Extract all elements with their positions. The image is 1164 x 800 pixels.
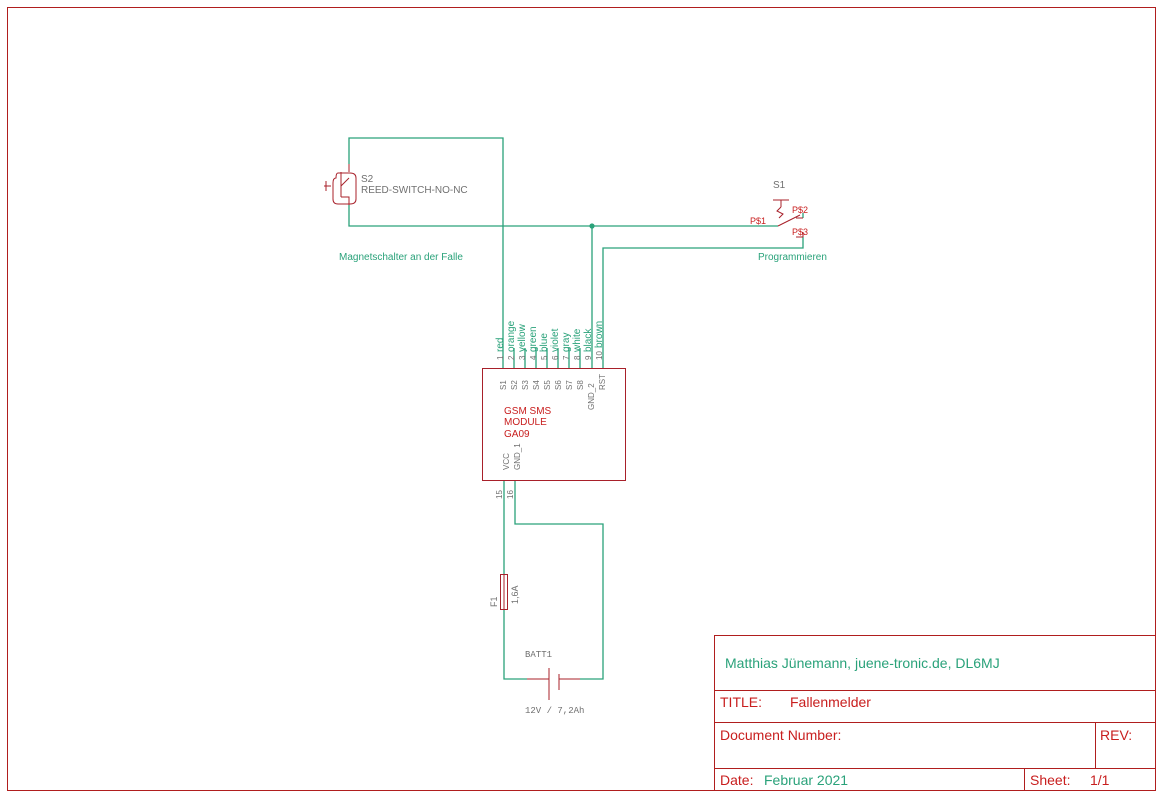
wire-number-6: 6 [551,355,560,360]
battery-ref: BATT1 [525,650,552,660]
wire-color-gray: gray [561,333,572,352]
wire-color-brown: brown [594,321,605,348]
wire-number-7: 7 [562,355,571,360]
fuse-value: 1,6A [510,585,520,604]
module-pin-rst: RST [598,374,607,390]
wire-s2-to-pin1 [348,137,504,368]
date-value: Februar 2021 [764,772,848,788]
module-pin-s8: S8 [576,380,585,390]
module-pin-gnd_2: GND_2 [587,383,596,410]
wire-color-yellow: yellow [517,323,528,352]
reed-switch-icon [324,164,357,205]
wire-color-orange: orange [506,320,517,352]
title-label: TITLE: [720,694,762,710]
module-pin-s1: S1 [499,380,508,390]
wire-number-9: 9 [584,355,593,360]
fuse-ref: F1 [489,596,499,607]
title-block [714,635,1156,791]
switch-ref: S1 [773,180,786,191]
sheet-frame [7,7,1156,791]
module-pin-num-15: 15 [495,490,504,499]
wire-color-violet: violet [550,328,561,352]
wire-number-4: 4 [529,355,538,360]
rev-label: REV: [1100,727,1132,743]
wire-color-blue: blue [539,333,550,352]
reed-note: Magnetschalter an der Falle [339,252,463,263]
switch-pin-p1: P$1 [750,216,766,226]
module-name-line-1: GSM SMS [504,406,552,417]
module-pin-s7: S7 [565,380,574,390]
module-pin-gnd1: GND_1 [513,443,522,470]
module-pin-s5: S5 [543,380,552,390]
wire-number-2: 2 [507,355,516,360]
wire-color-green: green [528,326,539,352]
junction-dot [589,223,595,229]
module-name-line-3: GA09 [504,429,530,440]
wire-color-red: red [495,338,506,352]
battery-value: 12V / 7,2Ah [525,706,584,716]
wire-number-1: 1 [496,355,505,360]
wire-number-8: 8 [573,355,582,360]
sheet-label: Sheet: [1030,772,1070,788]
module-pin-s4: S4 [532,380,541,390]
switch-pin-p3: P$3 [792,227,808,237]
switch-pin-p2: P$2 [792,205,808,215]
wire-number-3: 3 [518,355,527,360]
reed-switch-value: REED-SWITCH-NO-NC [361,185,468,196]
gsm-module-body [482,368,626,481]
module-top-pin-stubs [513,348,581,368]
module-pin-s6: S6 [554,380,563,390]
wire-gnd1-to-batt [514,481,604,680]
module-pin-vcc: VCC [502,453,511,470]
battery-icon [527,668,580,700]
wire-s2-to-s1 [348,205,760,227]
wire-number-10: 10 [595,351,604,360]
module-name-line-2: MODULE [504,417,547,428]
module-pin-s2: S2 [510,380,519,390]
wires [348,137,804,680]
wire-s1-to-rst [602,237,804,368]
reed-switch-ref: S2 [361,174,374,185]
switch-icon [773,199,804,238]
wire-fuse-to-batt [503,610,527,680]
wire-number-5: 5 [540,355,549,360]
module-pin-num-16: 16 [506,490,515,499]
wire-color-black: black [583,328,594,352]
wire-color-white: white [572,328,583,353]
program-note: Programmieren [758,252,827,263]
doc-number-label: Document Number: [720,727,841,743]
sheet-value: 1/1 [1090,772,1110,788]
title-value: Fallenmelder [790,694,871,710]
author-line: Matthias Jünemann, juene-tronic.de, DL6M… [725,655,1000,671]
module-pin-s3: S3 [521,380,530,390]
date-label: Date: [720,772,753,788]
